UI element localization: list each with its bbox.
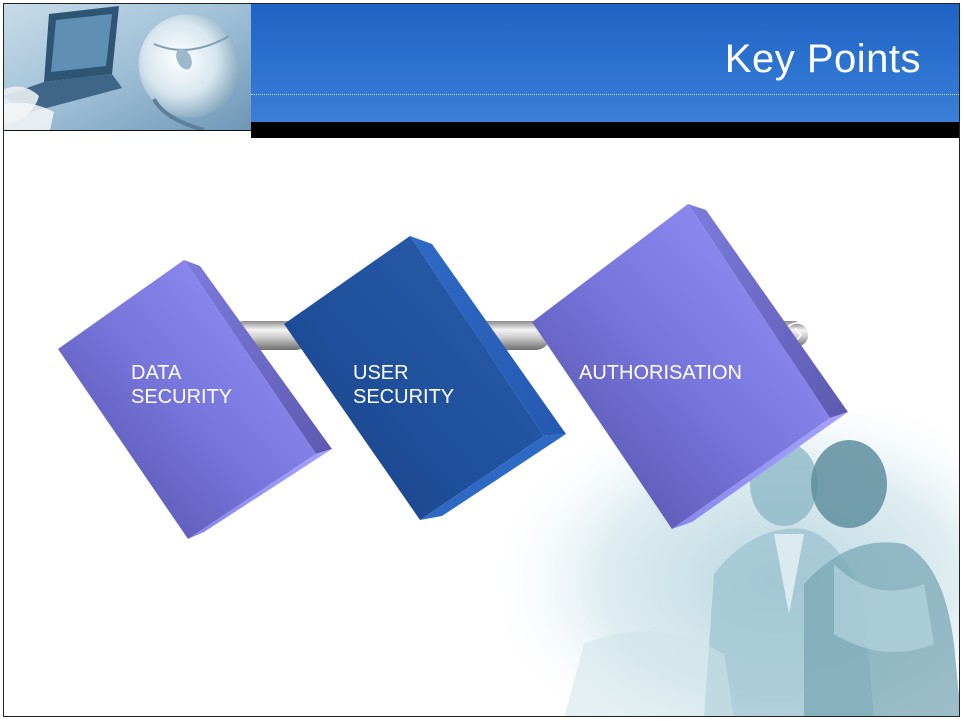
block-label-data-security: DATA SECURITY bbox=[131, 362, 233, 408]
header-dotted-line bbox=[251, 94, 959, 95]
header-photo-laptop-mouse bbox=[4, 4, 251, 130]
block-label-user-security: USER SECURITY bbox=[353, 362, 455, 408]
page-title: Key Points bbox=[724, 37, 921, 81]
block-authorisation bbox=[532, 204, 848, 529]
block-data-security bbox=[58, 260, 332, 539]
block-user-security bbox=[284, 236, 566, 520]
key-points-diagram bbox=[58, 204, 848, 539]
block-label-authorisation: AUTHORISATION bbox=[579, 362, 742, 384]
background-people-photo bbox=[504, 414, 959, 716]
slide: Key Points bbox=[3, 3, 960, 717]
header-rule bbox=[4, 130, 251, 131]
header-black-strip bbox=[251, 122, 959, 138]
header-band bbox=[251, 4, 959, 122]
